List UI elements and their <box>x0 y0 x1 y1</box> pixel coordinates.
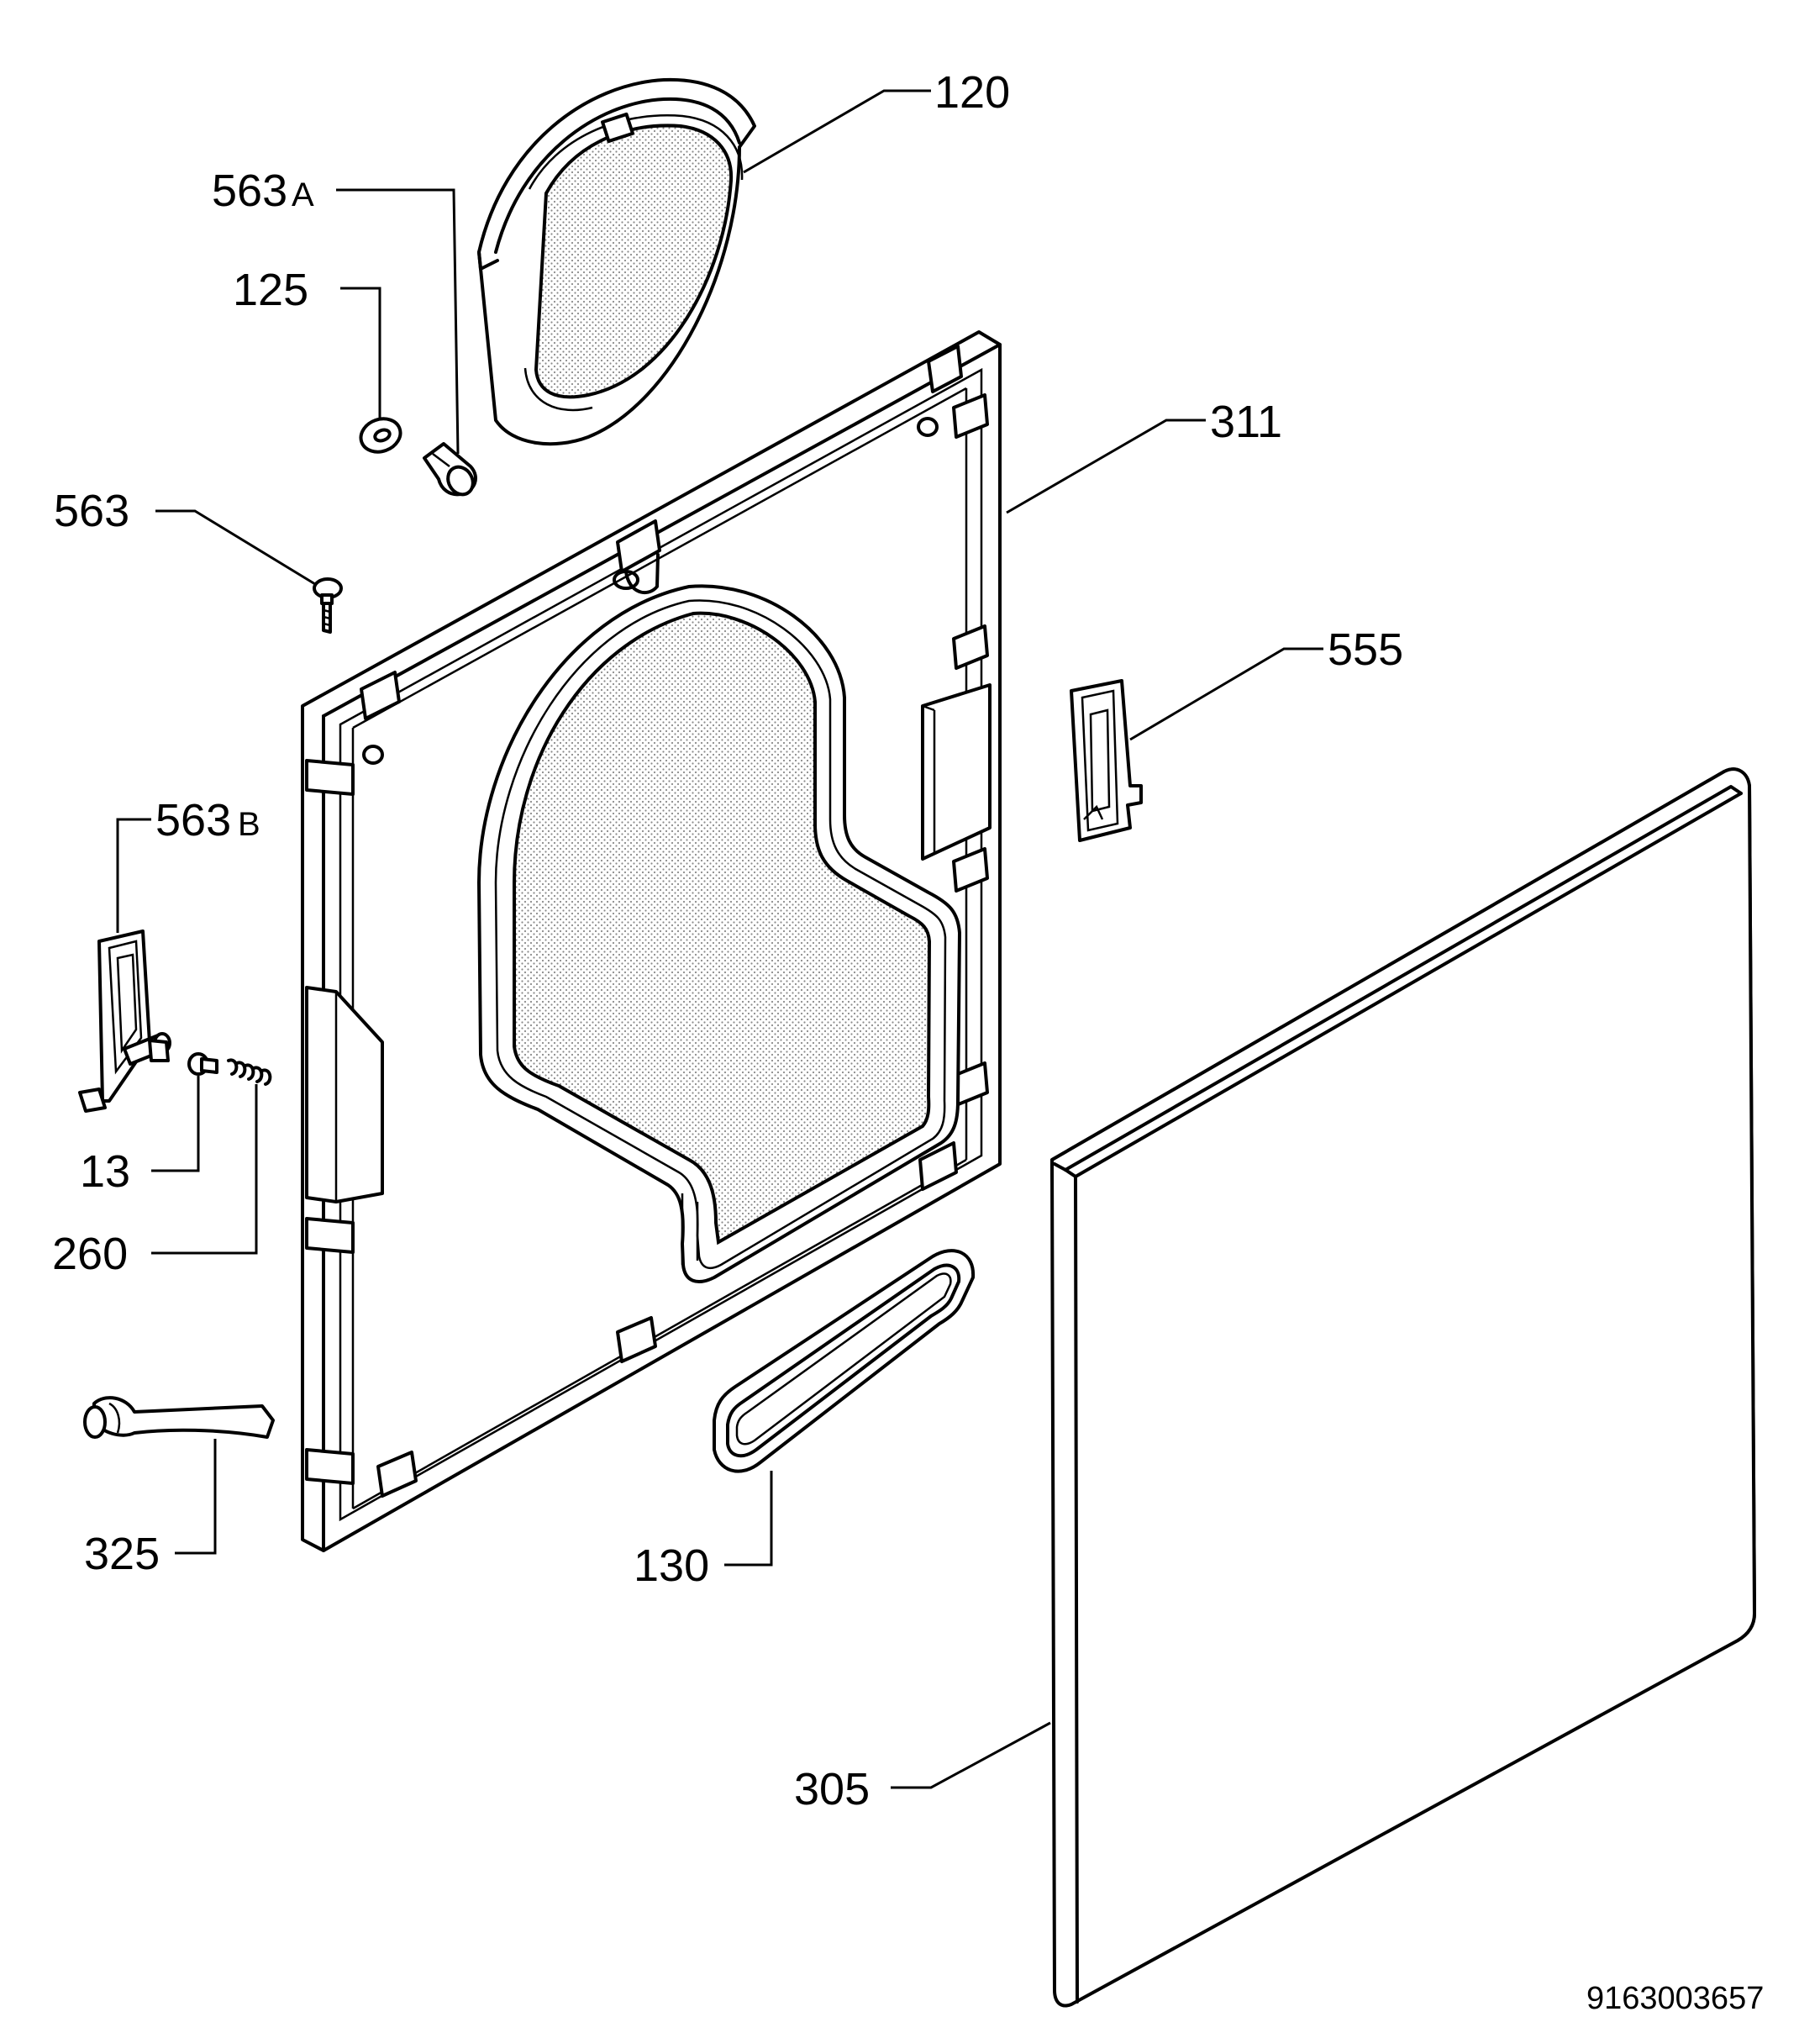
leader-563 <box>155 509 316 586</box>
inner-door-frame-part-311 <box>301 330 1002 1552</box>
label-563b-number: 563 <box>155 795 231 845</box>
handle-part-325 <box>83 1396 275 1439</box>
label-563a-suffix: A <box>292 176 314 213</box>
seal-part-130 <box>713 1249 976 1473</box>
leader-120 <box>743 89 931 174</box>
leader-563a <box>336 188 460 455</box>
leader-130 <box>724 1471 773 1567</box>
pin-part-13 <box>187 1052 218 1076</box>
label-130: 130 <box>634 1540 709 1591</box>
label-555: 555 <box>1328 624 1403 675</box>
leader-563b <box>116 818 151 933</box>
label-13: 13 <box>80 1146 130 1197</box>
label-325: 325 <box>84 1529 160 1579</box>
leader-260 <box>151 1084 258 1255</box>
leader-325 <box>175 1439 217 1555</box>
filter-cover-part-120 <box>477 77 756 446</box>
leader-13 <box>151 1076 200 1172</box>
label-563b-suffix: B <box>238 806 260 843</box>
label-125: 125 <box>233 265 308 315</box>
hinge-bracket-part-563b <box>78 930 171 1113</box>
door-panel-part-305 <box>1050 767 1756 2008</box>
leader-305 <box>891 1721 1051 1789</box>
label-563a-number: 563 <box>212 166 287 216</box>
screw-part-563 <box>313 577 343 634</box>
label-260: 260 <box>52 1229 128 1279</box>
part-labels: 120 563 A 125 311 563 555 563 B 13 260 3… <box>52 67 1764 2016</box>
drawing-code: 9163003657 <box>1586 1981 1764 2016</box>
washer-part-125 <box>359 417 402 454</box>
leader-555 <box>1129 647 1323 741</box>
label-311: 311 <box>1210 397 1282 447</box>
label-120: 120 <box>934 67 1010 118</box>
leader-311 <box>1006 419 1206 514</box>
leader-125 <box>340 287 381 420</box>
leader-lines <box>116 89 1323 1789</box>
label-305: 305 <box>794 1764 870 1814</box>
spring-part-260 <box>227 1058 272 1086</box>
hinge-pin-part-563a <box>423 442 477 497</box>
label-563: 563 <box>54 486 129 536</box>
hinge-bracket-part-555 <box>1070 679 1143 842</box>
